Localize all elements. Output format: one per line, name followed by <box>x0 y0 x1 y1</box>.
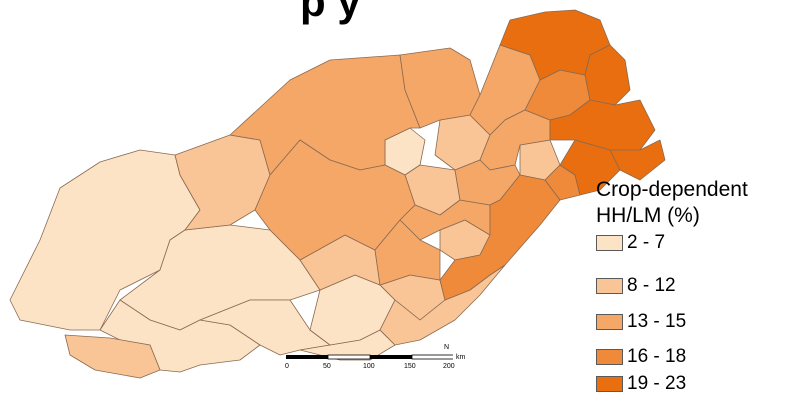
region-coast-1 <box>379 264 506 346</box>
scale-tick-label: 150 <box>404 363 416 370</box>
legend-swatch <box>596 278 623 294</box>
region-mid-6 <box>374 219 441 286</box>
region-east-coast-3 <box>609 139 666 181</box>
region-sw-pocket <box>64 334 161 379</box>
legend-swatch <box>596 376 623 392</box>
region-northeast-2 <box>584 44 631 106</box>
legend-label: 8 - 12 <box>627 275 676 296</box>
legend-label: 13 - 15 <box>627 311 687 332</box>
map-title: p y <box>300 0 361 25</box>
north-arrow-icon: N <box>444 344 449 351</box>
legend-item: 19 - 23 <box>596 373 686 395</box>
legend-label: 16 - 18 <box>627 346 687 367</box>
scale-bar: 0 50 100 150 200 km <box>283 352 465 370</box>
scale-tick-label: 0 <box>285 363 289 370</box>
legend-item: 13 - 15 <box>596 311 686 333</box>
legend-item: 16 - 18 <box>596 346 686 368</box>
legend-label: 2 - 7 <box>627 232 666 253</box>
legend-label: 19 - 23 <box>627 373 687 394</box>
region-east-1 <box>439 174 561 301</box>
scale-tick-label: 50 <box>323 363 331 370</box>
map-legend: Crop-dependent HH/LM (%) 2 - 7 8 - 12 13… <box>596 177 748 394</box>
legend-title-line1: Crop-dependent <box>596 178 748 201</box>
north-label: N <box>444 344 450 351</box>
legend-swatch <box>596 349 623 365</box>
legend-swatch <box>596 235 623 251</box>
legend-title-line2: HH/LM (%) <box>596 204 700 227</box>
scale-tick-label: 200 <box>443 363 455 370</box>
scale-tick-label: 100 <box>363 363 375 370</box>
legend-swatch <box>596 314 623 330</box>
legend-item: 8 - 12 <box>596 275 676 297</box>
region-east-coast-2 <box>559 139 621 196</box>
scale-unit-label: km <box>456 354 466 361</box>
legend-item: 2 - 7 <box>596 232 665 254</box>
